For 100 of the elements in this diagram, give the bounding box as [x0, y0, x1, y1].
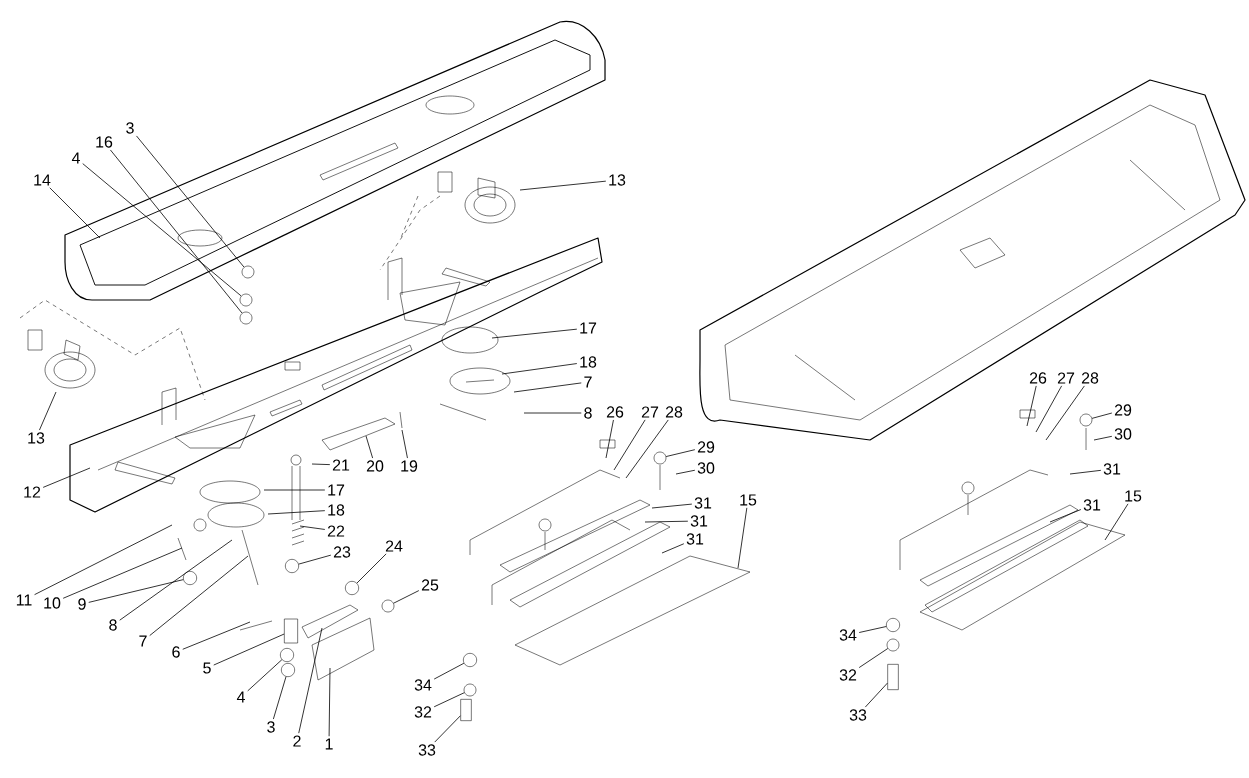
callout-number: 33 — [418, 744, 436, 756]
callout-number: 28 — [665, 406, 683, 418]
nut — [886, 618, 900, 632]
callout-number: 18 — [328, 504, 345, 516]
nut — [345, 581, 359, 595]
callout-number: 3 — [126, 122, 134, 134]
leader-line — [298, 627, 323, 734]
callout-number: 32 — [414, 706, 432, 718]
callout-number: 9 — [78, 598, 86, 610]
callout-number: 31 — [686, 533, 704, 545]
leader-line — [1045, 385, 1085, 441]
callout-number: 10 — [44, 597, 61, 609]
leader-line — [513, 382, 582, 393]
nut — [241, 265, 255, 279]
leader-line — [501, 363, 578, 375]
leader-line — [1069, 469, 1102, 475]
washer — [653, 451, 667, 465]
callout-number: 12 — [24, 486, 41, 498]
callout-number: 23 — [333, 546, 351, 558]
callout-number: 18 — [580, 356, 597, 368]
leader-line — [272, 676, 287, 720]
leader-line — [1026, 385, 1037, 427]
clamp — [284, 618, 298, 644]
callout-number: 2 — [293, 735, 301, 747]
callout-number: 34 — [414, 679, 432, 691]
washer — [886, 638, 900, 652]
callout-number: 4 — [236, 691, 245, 703]
leader-line — [523, 412, 582, 414]
washer — [239, 293, 253, 307]
callout-number: 32 — [839, 669, 857, 681]
callout-number: 7 — [139, 635, 147, 647]
leader-line — [433, 662, 465, 680]
leader-line — [1035, 385, 1063, 433]
leader-line — [737, 507, 748, 569]
leader-line — [864, 682, 888, 708]
callout-number: 30 — [1114, 428, 1132, 440]
callout-number: 27 — [1057, 372, 1075, 384]
washer — [183, 571, 197, 585]
leader-line — [401, 429, 408, 459]
leader-line — [651, 503, 693, 509]
leader-line — [213, 633, 285, 666]
callout-number: 15 — [740, 494, 757, 506]
callout-number: 20 — [366, 460, 384, 472]
nut — [281, 663, 295, 677]
leader-line — [299, 525, 326, 530]
callout-number: 27 — [641, 406, 659, 418]
callout-number: 7 — [584, 376, 592, 388]
washer — [239, 311, 253, 325]
leader-line — [182, 621, 251, 650]
callout-number: 26 — [606, 406, 624, 418]
leader-line — [675, 469, 696, 475]
leader-line — [434, 715, 461, 743]
callout-number: 25 — [421, 579, 439, 591]
washer — [463, 683, 477, 697]
callout-number: 22 — [327, 525, 345, 537]
leader-line — [328, 667, 331, 737]
callout-number: 3 — [267, 721, 275, 733]
callout-number: 19 — [401, 460, 418, 472]
leader-line — [858, 626, 887, 633]
leader-line — [491, 328, 578, 339]
callout-number: 29 — [1114, 404, 1132, 416]
callout-number: 31 — [690, 515, 708, 527]
callout-number: 4 — [71, 152, 80, 164]
callout-number: 31 — [1103, 463, 1121, 475]
callout-number: 14 — [34, 174, 51, 186]
leader-line — [1091, 412, 1113, 419]
leader-line — [519, 180, 607, 191]
leader-line — [110, 149, 243, 314]
callout-number: 13 — [28, 432, 45, 444]
callout-number: 5 — [203, 662, 211, 674]
callout-number: 16 — [96, 136, 113, 148]
leader-line — [39, 391, 57, 431]
callout-number: 11 — [16, 594, 32, 606]
callout-number: 8 — [109, 619, 117, 631]
washer — [1079, 413, 1093, 427]
callout-number: 33 — [849, 709, 867, 721]
leader-line — [88, 579, 184, 603]
leader-line — [613, 419, 646, 471]
leader-line — [644, 520, 689, 523]
leader-line — [263, 489, 326, 491]
callout-number: 6 — [172, 646, 180, 658]
callout-number: 29 — [697, 441, 715, 453]
callout-number: 17 — [328, 484, 345, 496]
leader-line — [119, 539, 233, 621]
leader-line — [136, 135, 245, 268]
washer — [285, 559, 299, 573]
callout-number: 15 — [1125, 490, 1142, 502]
leader-line — [42, 467, 91, 488]
callout-number: 24 — [385, 540, 403, 552]
callout-number: 34 — [839, 629, 857, 641]
callout-number: 8 — [584, 407, 592, 419]
leader-line — [149, 555, 249, 636]
bolt — [887, 664, 899, 690]
leader-line — [433, 692, 465, 708]
callout-number: 21 — [332, 459, 350, 471]
leader-line — [49, 187, 101, 239]
leader-line — [665, 449, 696, 457]
leader-line — [62, 547, 183, 599]
callout-number: 17 — [580, 322, 597, 334]
callout-number: 30 — [697, 462, 715, 474]
